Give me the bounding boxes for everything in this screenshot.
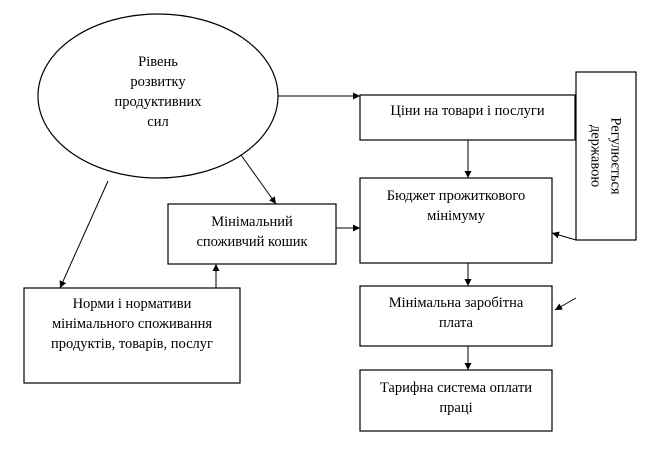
min-basket-label: Мінімальний споживчий кошик	[196, 214, 308, 250]
prices-box	[359, 94, 576, 141]
state-regulated-label-wrap: Регулюється державою	[576, 72, 636, 240]
tariff-system-box	[359, 369, 553, 432]
min-wage-box	[359, 285, 553, 347]
norms-label: Норми і нормативи мінімального споживанн…	[51, 296, 213, 352]
subsistence-budget-label: Бюджет прожиткового мінімуму	[386, 188, 526, 224]
productive-forces-label: Рівень розвитку продуктивних сил	[114, 54, 202, 130]
subsistence-budget-box	[359, 177, 553, 264]
min-basket-box	[167, 203, 337, 265]
min-wage-label: Мінімальна заробітна плата	[388, 295, 524, 331]
norms-box	[23, 287, 241, 384]
arrow-forces-to-basket	[240, 154, 277, 205]
state-regulated-label: Регулюється державою	[588, 117, 624, 195]
arrow-forces-to-norms	[59, 180, 109, 289]
prices-label: Ціни на товари і послуги	[390, 103, 545, 119]
state-regulated-box	[575, 71, 637, 241]
arrow-state-to-budget	[551, 231, 577, 241]
arrow-external-to-wage	[554, 297, 577, 311]
tariff-system-label: Тарифна система оплати праці	[379, 380, 533, 416]
